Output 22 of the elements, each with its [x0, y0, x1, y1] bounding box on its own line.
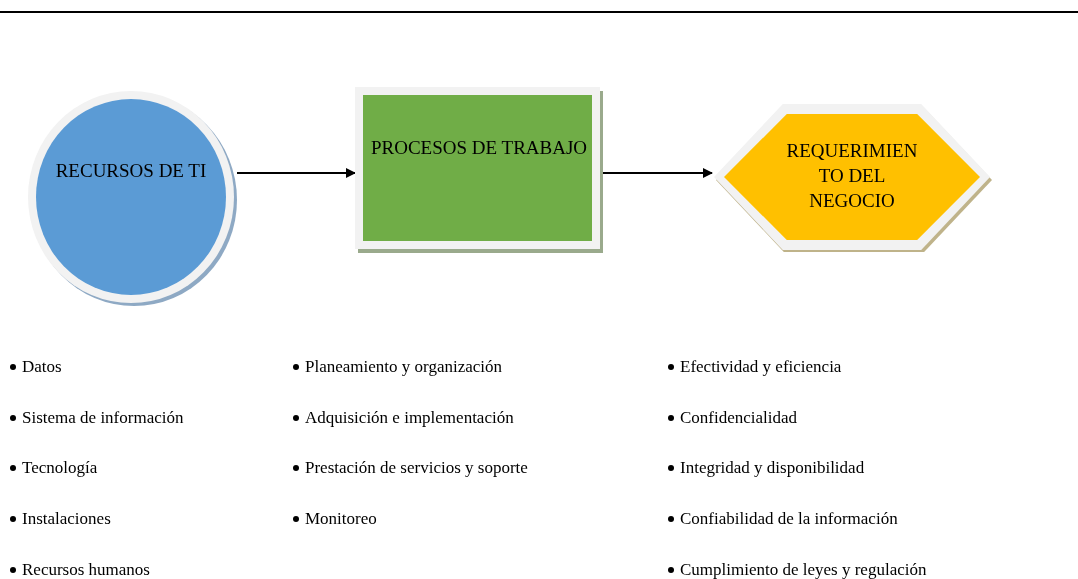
process-box — [355, 87, 603, 253]
node-label: PROCESOS DE TRABAJO — [369, 136, 589, 160]
list-item: Datos — [22, 356, 62, 378]
list-item: Integridad y disponibilidad — [680, 457, 865, 479]
arrow — [602, 168, 713, 178]
list-item: Adquisición e implementación — [305, 407, 514, 429]
list-item: Confiabilidad de la información — [680, 508, 898, 530]
list-item: Recursos humanos — [22, 559, 150, 579]
list-item: Instalaciones — [22, 508, 111, 530]
list-item: Tecnología — [22, 457, 98, 479]
list-item: Sistema de información — [22, 407, 184, 429]
arrow — [236, 168, 356, 178]
list-item: Confidencialidad — [680, 407, 798, 429]
list-item: Planeamiento y organización — [305, 356, 502, 378]
list-item: Cumplimiento de leyes y regulación — [680, 559, 927, 579]
list-item: Monitoreo — [305, 508, 377, 530]
list-item: Efectividad y eficiencia — [680, 356, 842, 378]
list-item: Prestación de servicios y soporte — [305, 457, 528, 479]
node-label: REQUERIMIEN TO DEL NEGOCIO — [785, 139, 919, 213]
hexagon-node — [712, 102, 992, 252]
circle-node — [25, 88, 237, 306]
node-label: RECURSOS DE TI — [54, 159, 208, 183]
